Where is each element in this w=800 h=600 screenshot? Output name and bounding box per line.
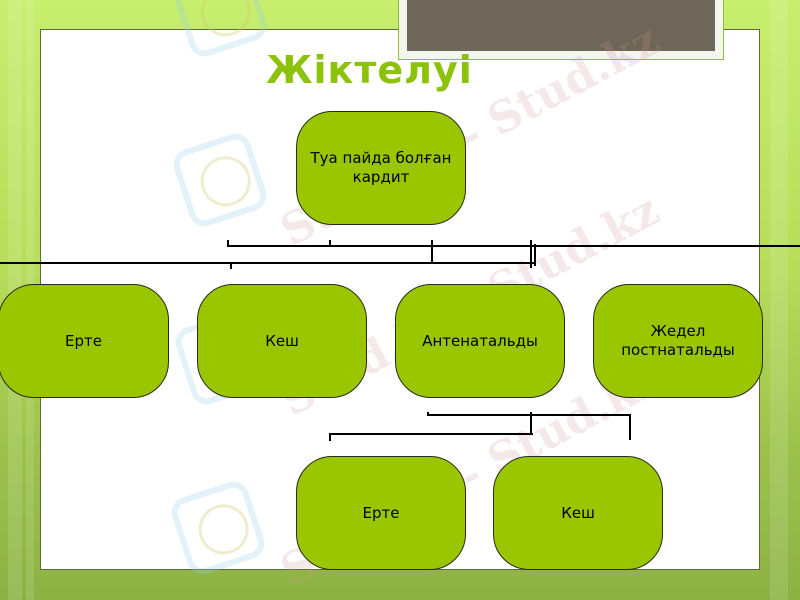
node-label: Антенатальды [422,331,538,350]
diagram-node-root: Туа пайда болған кардит [296,111,466,225]
connector-line [427,412,429,416]
connector-line [427,414,631,416]
image-placeholder-frame [398,0,724,60]
diagram-node-late: Кеш [197,284,367,398]
connector-line [0,262,536,264]
node-label: Ерте [362,503,400,522]
connector-line [329,433,331,441]
background-stripe [770,0,788,600]
connector-line [329,433,533,435]
node-label: Ерте [65,331,102,350]
node-label: Кеш [561,503,595,522]
connector-line [629,414,631,440]
slide-title: Жіктелуі [266,48,473,92]
connector-line [530,240,532,268]
diagram-node-antenatal: Антенатальды [395,284,565,398]
diagram-node-antenatal-late: Кеш [493,456,663,570]
connector-line [230,262,232,269]
connector-line [227,245,800,247]
diagram-node-acute-postnatal: Жедел постнатальды [593,284,763,398]
diagram-node-early: Ерте [0,284,169,398]
node-label: Кеш [265,331,299,350]
connector-line [329,240,331,247]
connector-line [530,412,532,435]
image-placeholder [407,0,715,51]
node-label: Жедел постнатальды [621,322,735,359]
node-label: Туа пайда болған кардит [310,149,452,186]
connector-line [431,240,433,263]
connector-line [227,240,229,247]
connector-line [534,244,536,266]
diagram-node-antenatal-early: Ерте [296,456,466,570]
